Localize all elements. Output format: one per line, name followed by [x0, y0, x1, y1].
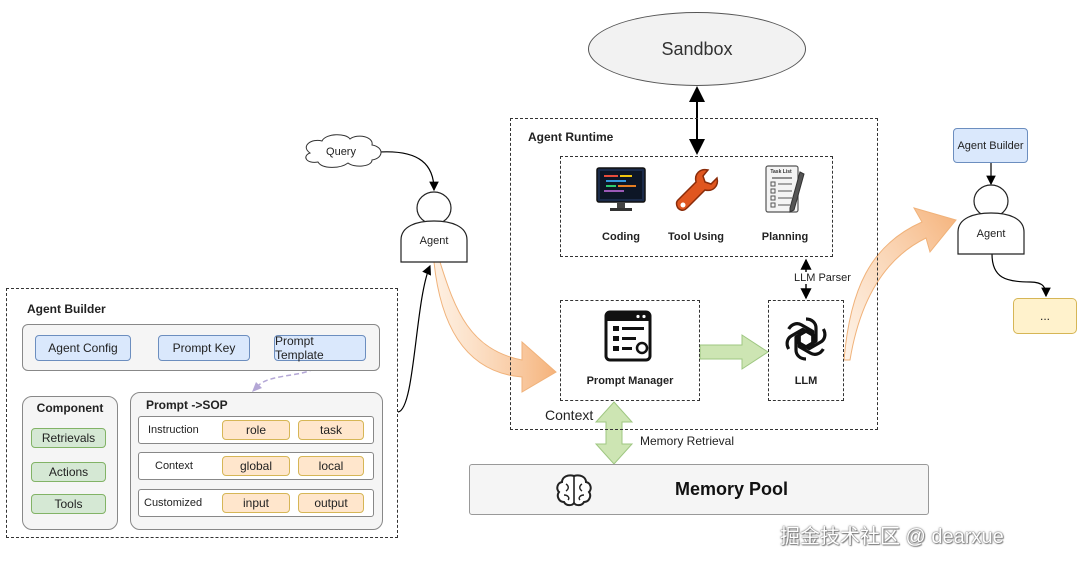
agent-person-center	[400, 191, 468, 263]
sop-value-role: role	[222, 420, 290, 440]
query-cloud	[305, 134, 382, 168]
prompt-manager-icon	[604, 310, 654, 362]
memory-pool-box	[469, 464, 929, 515]
task-list-icon	[764, 164, 806, 216]
sop-value-local: local	[298, 456, 364, 476]
sop-title: Prompt ->SOP	[146, 398, 228, 412]
sop-value-global: global	[222, 456, 290, 476]
right-ellipsis-box: ...	[1013, 298, 1077, 334]
llm-parser-label: LLM Parser	[792, 272, 853, 284]
prompt-manager-llm-arrow	[699, 334, 769, 370]
component-actions: Actions	[31, 462, 106, 482]
watermark: 掘金技术社区 @ dearxue	[780, 526, 1004, 548]
llm-box	[768, 300, 844, 401]
prompt-manager-box	[560, 300, 700, 401]
sop-value-task: task	[298, 420, 364, 440]
right-agent-ellipsis-arrow	[991, 253, 1051, 298]
llm-label: LLM	[794, 375, 818, 387]
component-title: Component	[36, 401, 104, 415]
llm-agent-arrow	[843, 207, 957, 361]
memory-pool-label: Memory Pool	[675, 479, 789, 499]
monitor-code-icon	[596, 166, 646, 214]
agent-builder-box	[6, 288, 398, 538]
query-agent-arrow	[379, 151, 439, 192]
tool-label-coding: Coding	[602, 231, 640, 243]
prompt-manager-label: Prompt Manager	[586, 375, 674, 387]
agent-label-center: Agent	[419, 235, 449, 247]
query-label: Query	[326, 146, 356, 158]
runtime-tools-box	[560, 156, 833, 257]
builder-agent-arrow	[397, 264, 432, 413]
wrench-icon	[672, 166, 720, 214]
sop-value-input: input	[222, 493, 290, 513]
sandbox-node: Sandbox	[588, 12, 806, 86]
tool-label-planning: Planning	[761, 231, 809, 243]
memory-retrieval-label: Memory Retrieval	[640, 434, 735, 448]
agent-prompt-manager-arrow	[433, 261, 557, 393]
agent-runtime-title: Agent Runtime	[528, 130, 614, 144]
agent-builder-title: Agent Builder	[27, 302, 106, 316]
flow-prompt-template: Prompt Template	[274, 334, 366, 362]
sandbox-label: Sandbox	[661, 38, 733, 59]
flow-agent-config: Agent Config	[35, 335, 131, 361]
agent-runtime-box	[510, 118, 878, 430]
agent-person-right	[957, 184, 1025, 255]
sop-row-label: Customized	[144, 497, 203, 509]
component-retrievals: Retrievals	[31, 428, 106, 448]
llm-logo-icon	[781, 314, 831, 364]
flow-prompt-key: Prompt Key	[158, 335, 250, 361]
right-agent-builder: Agent Builder	[953, 128, 1028, 163]
sop-value-output: output	[298, 493, 364, 513]
sop-row-label: Context	[155, 460, 193, 472]
task-list-icon-caption: Task List	[770, 169, 792, 175]
brain-icon	[554, 472, 594, 508]
agent-label-right: Agent	[976, 228, 1006, 240]
tool-label-tool-using: Tool Using	[667, 231, 724, 243]
sop-row-label: Instruction	[148, 424, 199, 436]
component-tools: Tools	[31, 494, 106, 514]
context-label: Context	[543, 407, 596, 423]
